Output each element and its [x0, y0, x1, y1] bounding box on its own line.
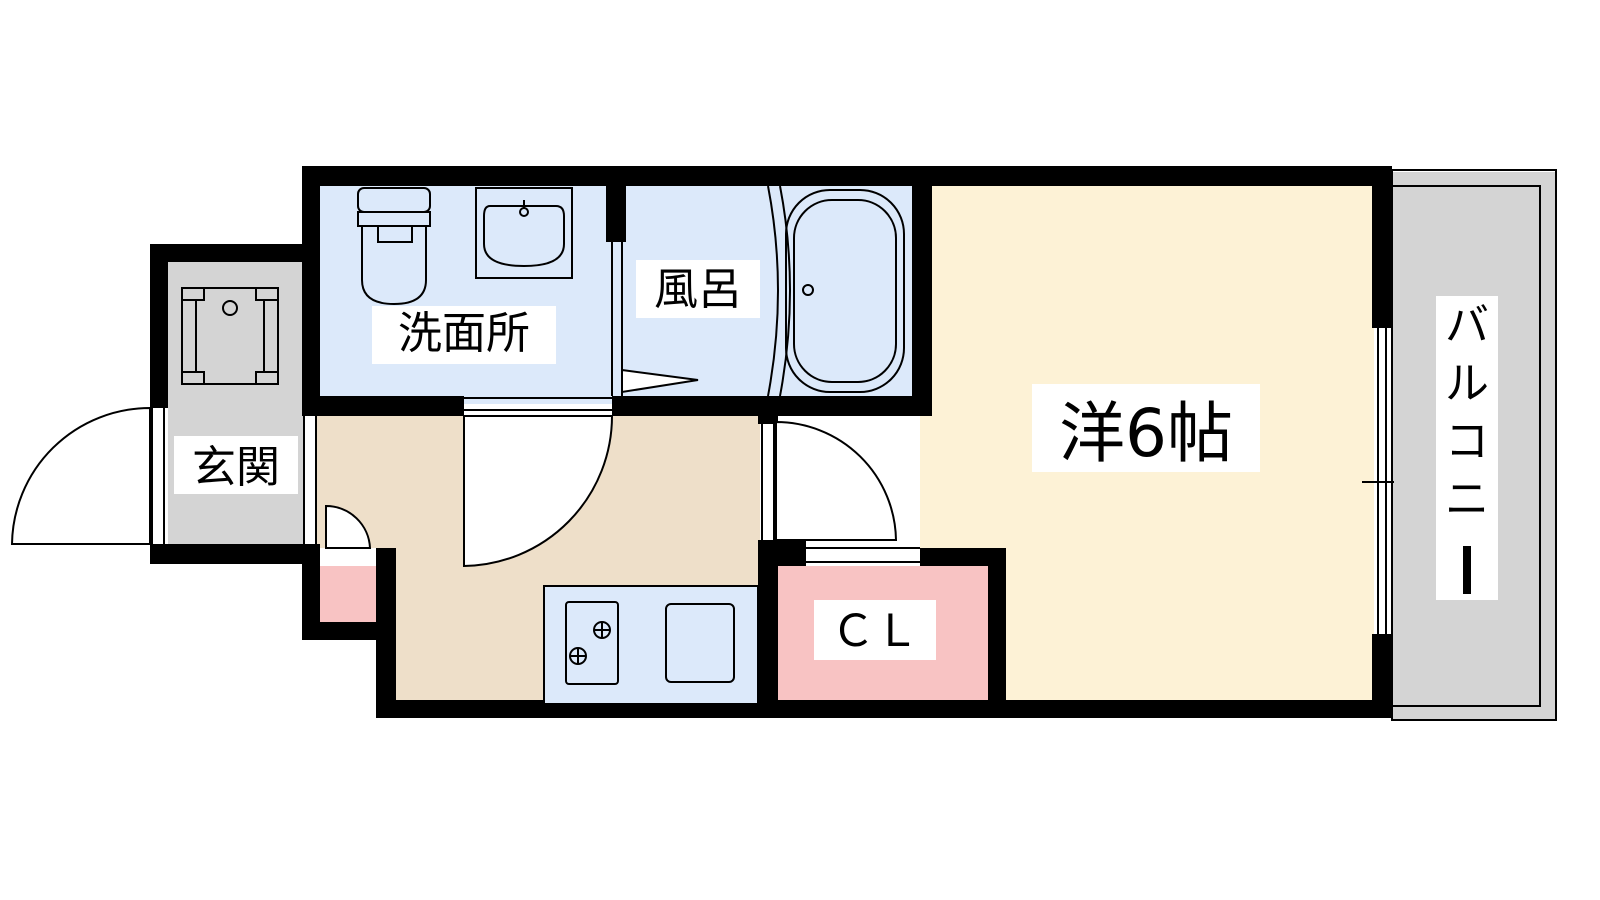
- washroom-label: 洗面所: [398, 308, 530, 359]
- closet-label-bg: [814, 600, 936, 660]
- kitchen-counter-icon: [543, 585, 759, 705]
- balcony-long-vowel-mark: [1463, 546, 1471, 594]
- western-room-label-bg: [1032, 384, 1260, 472]
- balcony-char: バ: [1445, 300, 1489, 351]
- washroom-door: [463, 415, 614, 568]
- western-room-label: 洋6帖: [1059, 395, 1233, 472]
- closet-label: ＣＬ: [831, 606, 919, 657]
- bath-label-bg: [636, 260, 760, 318]
- sink-icon: [475, 187, 573, 279]
- entrance-label-bg: [174, 436, 298, 494]
- shoe-box-door: [325, 504, 372, 549]
- balcony-char: ニ: [1445, 474, 1489, 525]
- bath-label: 風呂: [654, 264, 742, 315]
- shoe-box: [320, 566, 376, 622]
- toilet-icon: [357, 187, 431, 306]
- washing-machine-icon: [181, 287, 279, 385]
- entrance-door: [10, 406, 151, 545]
- balcony-label: バ ル コ ニ: [1445, 300, 1489, 594]
- entrance-label: 玄関: [192, 442, 280, 493]
- balcony-char: コ: [1445, 416, 1489, 467]
- bath-door: [621, 368, 699, 394]
- closet-door: [775, 420, 898, 541]
- balcony-outer-edge: [1391, 169, 1557, 721]
- bathtub-icon: [767, 185, 905, 397]
- washroom-label-bg: [372, 306, 556, 364]
- walls: [150, 166, 1392, 718]
- balcony-char: ル: [1445, 358, 1489, 409]
